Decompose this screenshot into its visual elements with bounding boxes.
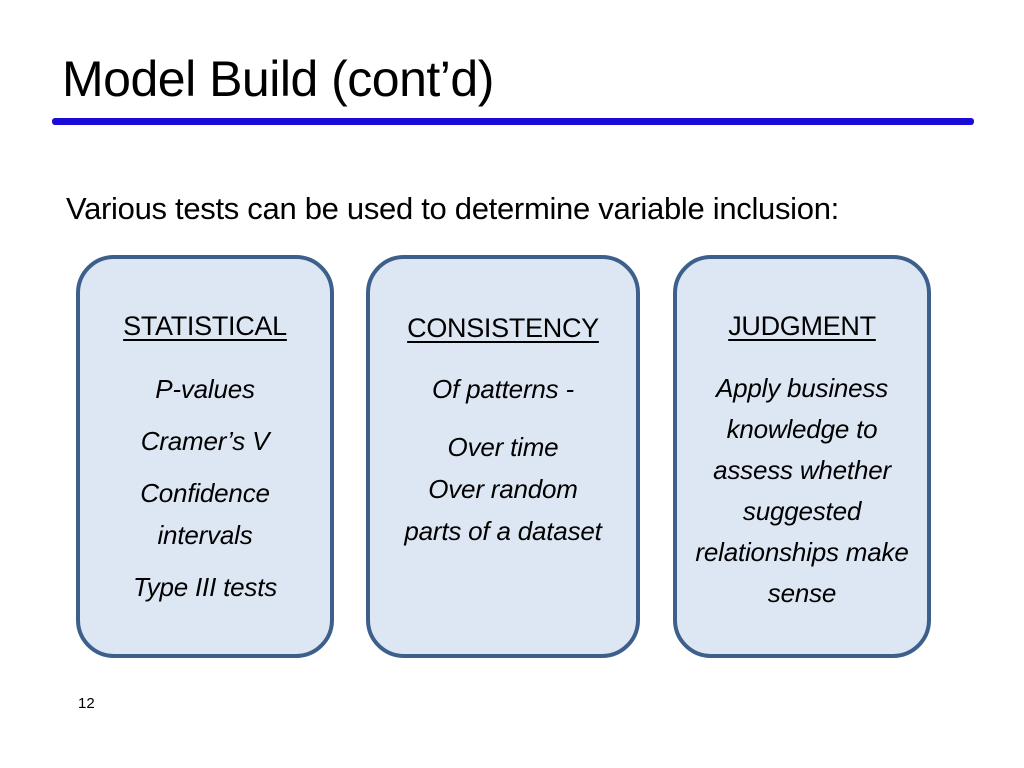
statistical-item: Type III tests	[132, 572, 278, 602]
statistical-heading: STATISTICAL	[123, 311, 287, 341]
consistency-item: Over random parts of a dataset	[404, 474, 602, 546]
statistical-item: Confidence intervals	[140, 478, 270, 550]
statistical-card: STATISTICAL P-values Cramer’s V Confiden…	[76, 255, 334, 658]
consistency-item: Over time	[447, 432, 559, 462]
page-number: 12	[78, 695, 95, 712]
consistency-card: CONSISTENCY Of patterns - Over time Over…	[366, 255, 640, 658]
title-underline-rule	[52, 118, 974, 125]
slide-title: Model Build (cont’d)	[62, 51, 494, 107]
judgment-heading: JUDGMENT	[728, 311, 876, 341]
intro-text: Various tests can be used to determine v…	[66, 191, 839, 226]
consistency-list: Of patterns - Over time Over random part…	[370, 368, 636, 552]
statistical-item: P-values	[155, 374, 255, 404]
statistical-item: Cramer’s V	[140, 426, 270, 456]
consistency-item: Of patterns -	[432, 374, 574, 404]
judgment-text: Apply business knowledge to assess wheth…	[695, 373, 909, 608]
statistical-list: P-values Cramer’s V Confidence intervals…	[80, 368, 330, 608]
consistency-heading: CONSISTENCY	[407, 313, 599, 343]
judgment-card: JUDGMENT Apply business knowledge to ass…	[673, 255, 931, 658]
